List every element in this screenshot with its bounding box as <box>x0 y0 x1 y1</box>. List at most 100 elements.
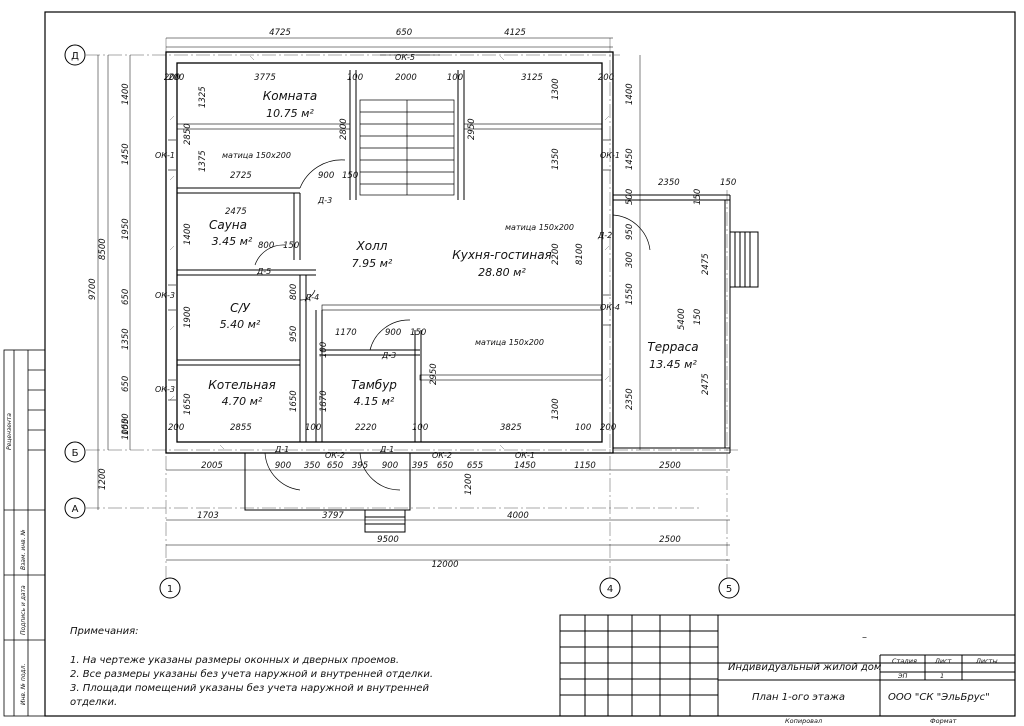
dim-misc: 2950 <box>467 118 477 140</box>
dim-bottom2: 3797 <box>322 511 344 521</box>
dim-left-inner: 1350 <box>121 328 131 350</box>
dim-right: 1550 <box>625 283 635 305</box>
dim-left-inner: 1400 <box>121 83 131 105</box>
dim-misc: 900 <box>318 171 334 181</box>
dim-bottom: 900 <box>275 461 291 471</box>
room-area: 10.75 м² <box>266 107 314 120</box>
window-label: ОК-5 <box>395 53 415 62</box>
door-label: Д-2 <box>597 231 612 240</box>
axis-label-d: Д <box>71 51 79 62</box>
dim-misc: 1050 <box>121 418 131 440</box>
dim-misc: 150 <box>693 189 703 205</box>
dim-misc: 2200 <box>551 243 561 265</box>
dim-right: 1450 <box>625 148 635 170</box>
room-area: 4.70 м² <box>222 395 263 408</box>
side-stamp-text: Взам. инв. № <box>20 529 27 570</box>
dim-misc: 2475 <box>225 207 247 217</box>
dim-top: 4725 <box>269 28 291 38</box>
dim-right: 2350 <box>625 388 635 410</box>
dim-misc: 1300 <box>551 398 561 420</box>
note-line: 1. На чертеже указаны размеры оконных и … <box>70 655 399 666</box>
door-label: Д-4 <box>304 293 319 302</box>
dim-left-inner: 1950 <box>121 218 131 240</box>
dim-bottom-extra: 1200 <box>464 473 474 495</box>
project-name: Индивидуальный жилой дом <box>728 662 882 673</box>
window-label: ОК-3 <box>155 385 175 394</box>
dim-misc: 100 <box>412 423 428 433</box>
beams <box>176 123 603 381</box>
dim-left-inner: 650 <box>121 289 131 305</box>
room-name: С/У <box>230 301 250 315</box>
dim-bottom: 1150 <box>574 461 596 471</box>
dim-row2: 2000 <box>395 73 417 83</box>
room-area: 4.15 м² <box>354 395 395 408</box>
dimension-lines <box>97 37 730 561</box>
dim-misc: 800 <box>258 241 274 251</box>
stage-header: Стадия <box>892 657 917 665</box>
copied-label: Копировал <box>785 717 822 725</box>
axis-label-4: 4 <box>607 584 613 595</box>
dim-room: 1400 <box>183 223 193 245</box>
dim-misc: 200 <box>168 73 184 83</box>
dim-misc: 1170 <box>335 328 357 338</box>
beam-label: матица 150х200 <box>505 223 574 232</box>
dim-misc: 500 <box>625 189 635 205</box>
interior-walls <box>177 70 465 442</box>
beam-label: матица 150х200 <box>475 338 544 347</box>
dim-misc: 2220 <box>355 423 377 433</box>
dim-row2: 3775 <box>254 73 276 83</box>
side-stamp-text: Подпись и дата <box>20 585 27 635</box>
dim-misc: 5400 <box>677 308 687 330</box>
dim-bottom2: 2500 <box>659 535 681 545</box>
window-label: ОК-2 <box>325 451 345 460</box>
staircase <box>359 99 455 196</box>
dim-row2: 100 <box>347 73 363 83</box>
dim-room: 1650 <box>183 393 193 415</box>
dim-left-inner: 1050 <box>121 413 131 435</box>
dim-misc: 2855 <box>230 423 252 433</box>
dim-left: 9700 <box>88 278 98 300</box>
dim-bottom3: 9500 <box>377 535 399 545</box>
dim-room: 1375 <box>198 150 208 172</box>
dim-left-inner: 650 <box>121 376 131 392</box>
room-name: Комната <box>263 89 317 103</box>
entrance-porch <box>244 453 411 533</box>
door-label: Д-1 <box>379 445 394 454</box>
dim-bottom: 650 <box>327 461 343 471</box>
side-stamp-text: Инв. № подл. <box>20 664 27 705</box>
title-dash: – <box>862 632 867 643</box>
dim-bottom: 395 <box>412 461 428 471</box>
axis-bubbles <box>64 44 740 599</box>
dim-misc: 200 <box>168 423 184 433</box>
dim-misc: 2800 <box>339 118 349 140</box>
dim-bottom: 395 <box>352 461 368 471</box>
room-area: 3.45 м² <box>212 235 253 248</box>
dim-misc: 1870 <box>319 390 329 412</box>
dim-bottom: 2500 <box>659 461 681 471</box>
dim-top: 4125 <box>504 28 526 38</box>
dim-bottom2: 1703 <box>197 511 219 521</box>
room-name: Кухня-гостиная <box>452 248 552 262</box>
dim-misc: 2475 <box>701 373 711 395</box>
axis-label-5: 5 <box>726 584 732 595</box>
axis-label-b: Б <box>72 448 79 459</box>
sheet-value: 1 <box>940 672 944 680</box>
side-stamp-text: Рецензента <box>6 413 13 450</box>
note-line: 3. Площади помещений указаны без учета н… <box>70 682 429 694</box>
room-name: Котельная <box>208 378 275 392</box>
window-label: ОК-2 <box>432 451 452 460</box>
dim-top: 650 <box>396 28 412 38</box>
dim-misc: 200 <box>600 423 616 433</box>
dim-misc: 150 <box>720 178 736 188</box>
dim-left: 8500 <box>98 238 108 260</box>
window-label: ОК-1 <box>155 151 175 160</box>
dim-misc: 100 <box>575 423 591 433</box>
sheet-title: План 1-ого этажа <box>752 692 845 703</box>
window-label: ОК-3 <box>155 291 175 300</box>
dim-misc: 2350 <box>658 178 680 188</box>
dim-misc: 300 <box>625 252 635 268</box>
dim-misc: 150 <box>693 309 703 325</box>
dim-row2: 3125 <box>521 73 543 83</box>
dim-left-inner: 1450 <box>121 143 131 165</box>
dim-bottom: 650 <box>437 461 453 471</box>
